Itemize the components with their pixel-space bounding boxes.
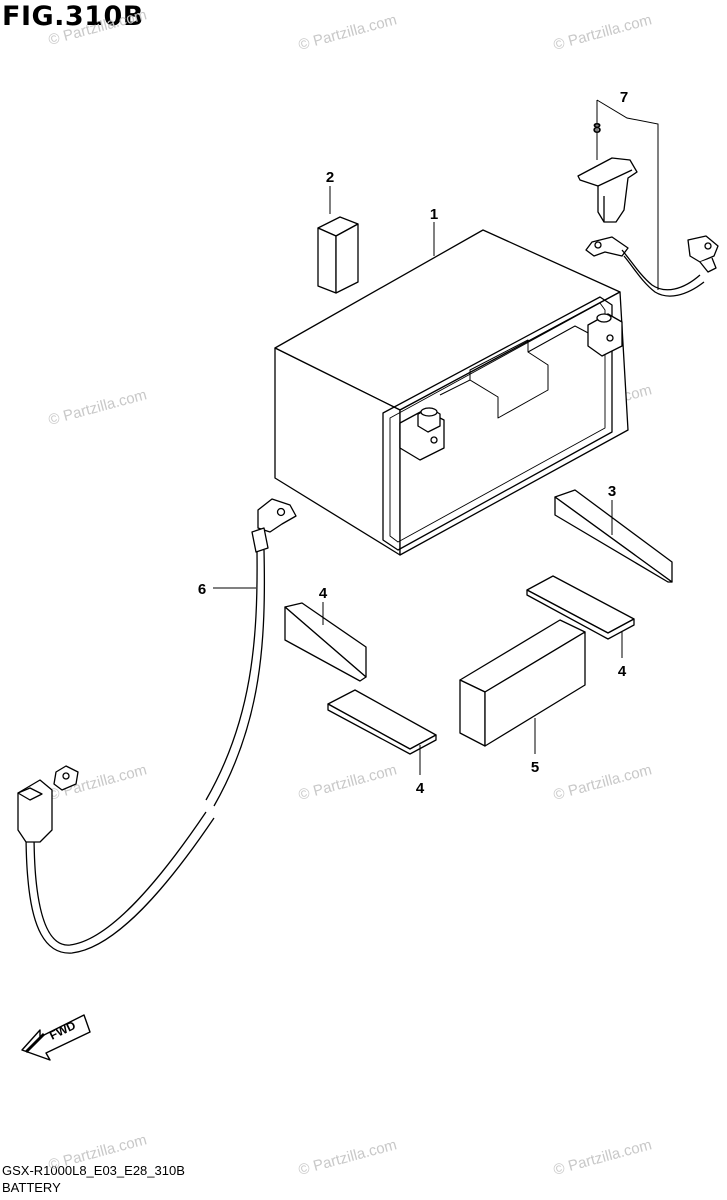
terminal-cover-part-8 — [577, 157, 638, 223]
leader-lines — [213, 99, 659, 775]
battery-part — [274, 229, 629, 556]
callout-8: 8 — [593, 120, 601, 137]
callout-4: 4 — [618, 663, 627, 680]
positive-lead-part-7 — [585, 235, 719, 297]
callout-4: 4 — [416, 780, 425, 797]
fwd-arrow-icon: FWD — [21, 1014, 91, 1061]
spacer-part-5 — [459, 619, 586, 747]
watermark: © Partzilla.com — [47, 6, 149, 49]
callout-3: 3 — [608, 483, 616, 500]
callout-6: 6 — [198, 581, 206, 598]
watermark: © Partzilla.com — [552, 761, 654, 804]
pad-part-3 — [554, 489, 673, 583]
watermark: © Partzilla.com — [297, 1136, 399, 1179]
pad-part-4b — [327, 689, 437, 755]
watermark: © Partzilla.com — [552, 1136, 654, 1179]
figure-title: FIG.310B — [2, 1, 144, 32]
model-code: GSX-R1000L8_E03_E28_310B — [2, 1163, 185, 1178]
callouts: 1 2 3 4 4 4 5 6 7 8 — [198, 89, 628, 797]
callout-4: 4 — [319, 585, 328, 602]
pad-part-4c — [526, 575, 635, 640]
part-name: BATTERY — [2, 1180, 61, 1195]
watermark: © Partzilla.com — [47, 386, 149, 429]
callout-2: 2 — [326, 169, 334, 186]
watermark: © Partzilla.com — [297, 761, 399, 804]
watermark: © Partzilla.com — [47, 1131, 149, 1174]
callout-7: 7 — [620, 89, 628, 106]
pad-part-4a — [284, 602, 367, 682]
label-part-2 — [317, 216, 359, 294]
callout-5: 5 — [531, 759, 539, 776]
callout-1: 1 — [430, 206, 438, 223]
negative-lead-part-6 — [17, 498, 297, 954]
watermark: © Partzilla.com — [552, 11, 654, 54]
watermark: © Partzilla.com — [297, 11, 399, 54]
